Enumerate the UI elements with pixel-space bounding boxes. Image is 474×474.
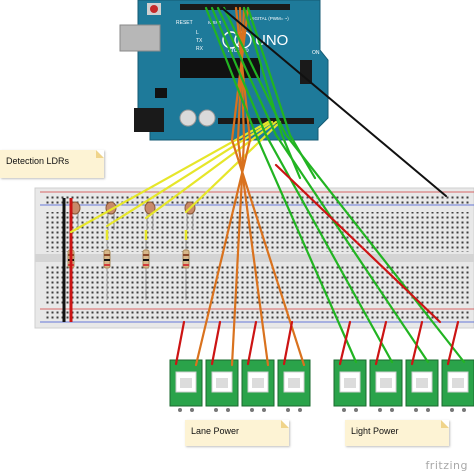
light-terminal-3 [405, 359, 439, 412]
lane-power-note: Lane Power [185, 420, 289, 446]
ldr-signal-wire-3 [144, 120, 278, 220]
lane-terminal-1 [169, 359, 203, 412]
lane-power-wire-1 [174, 320, 186, 366]
lane-terminal-3 [241, 359, 275, 412]
light-power-wire-3 [410, 320, 424, 366]
breadboard-wires [62, 198, 73, 322]
l-label: L [196, 30, 199, 36]
light-power-wire-2 [374, 320, 388, 366]
digital-header [180, 4, 290, 10]
light-signal-wire-2 [210, 6, 394, 364]
green-bus-wire-1 [242, 6, 302, 180]
detection-ldrs-note: Detection LDRs [0, 150, 104, 178]
light-power-label: Light Power [351, 426, 399, 436]
digital-label: DIGITAL (PWM= ~) [250, 16, 289, 21]
lane-power-wire-4 [282, 320, 294, 366]
analog-header [218, 118, 314, 124]
light-power-wire-1 [338, 320, 352, 366]
detection-ldrs-label: Detection LDRs [6, 156, 70, 166]
ldr-group [67, 201, 196, 300]
lane-signal-wire-4 [230, 6, 306, 367]
terminal-group [169, 359, 474, 412]
light-power-note: Light Power [345, 420, 449, 446]
light-terminal-4 [441, 359, 474, 412]
power-feed-wire [274, 163, 442, 324]
ldr-signal-wire-4 [184, 120, 282, 214]
resistor-3 [142, 230, 150, 300]
light-power-wire-4 [446, 320, 460, 366]
reset-label: RESET [176, 20, 193, 26]
resistor-4 [182, 230, 190, 300]
usb-connector [119, 24, 161, 52]
lane-power-wire-2 [210, 320, 222, 366]
ldr-signal-wire-1 [69, 120, 270, 234]
rx-label: RX [196, 46, 204, 52]
on-label: ON [312, 50, 320, 56]
icsp-label: ICSP2 [208, 20, 222, 25]
terminal-body [241, 359, 275, 407]
lane-power-label: Lane Power [191, 426, 240, 436]
lane-terminal-2 [205, 359, 239, 412]
light-signal-wire-1 [204, 6, 358, 364]
fritzing-watermark: fritzing [425, 459, 468, 472]
resistor-2 [103, 230, 111, 300]
light-terminal-2 [369, 359, 403, 412]
lane-terminal-4 [277, 359, 311, 412]
light-signal-wire-4 [222, 6, 466, 364]
light-terminal-1 [333, 359, 367, 412]
lane-power-wire-3 [246, 320, 258, 366]
model-label: UNO [255, 32, 288, 49]
green-bus-wire-2 [246, 6, 317, 180]
ground-return-wire [221, 7, 447, 197]
power-jack [134, 108, 164, 132]
wire-group [69, 6, 466, 367]
tx-label: TX [196, 38, 203, 44]
light-signal-wire-3 [216, 6, 430, 364]
